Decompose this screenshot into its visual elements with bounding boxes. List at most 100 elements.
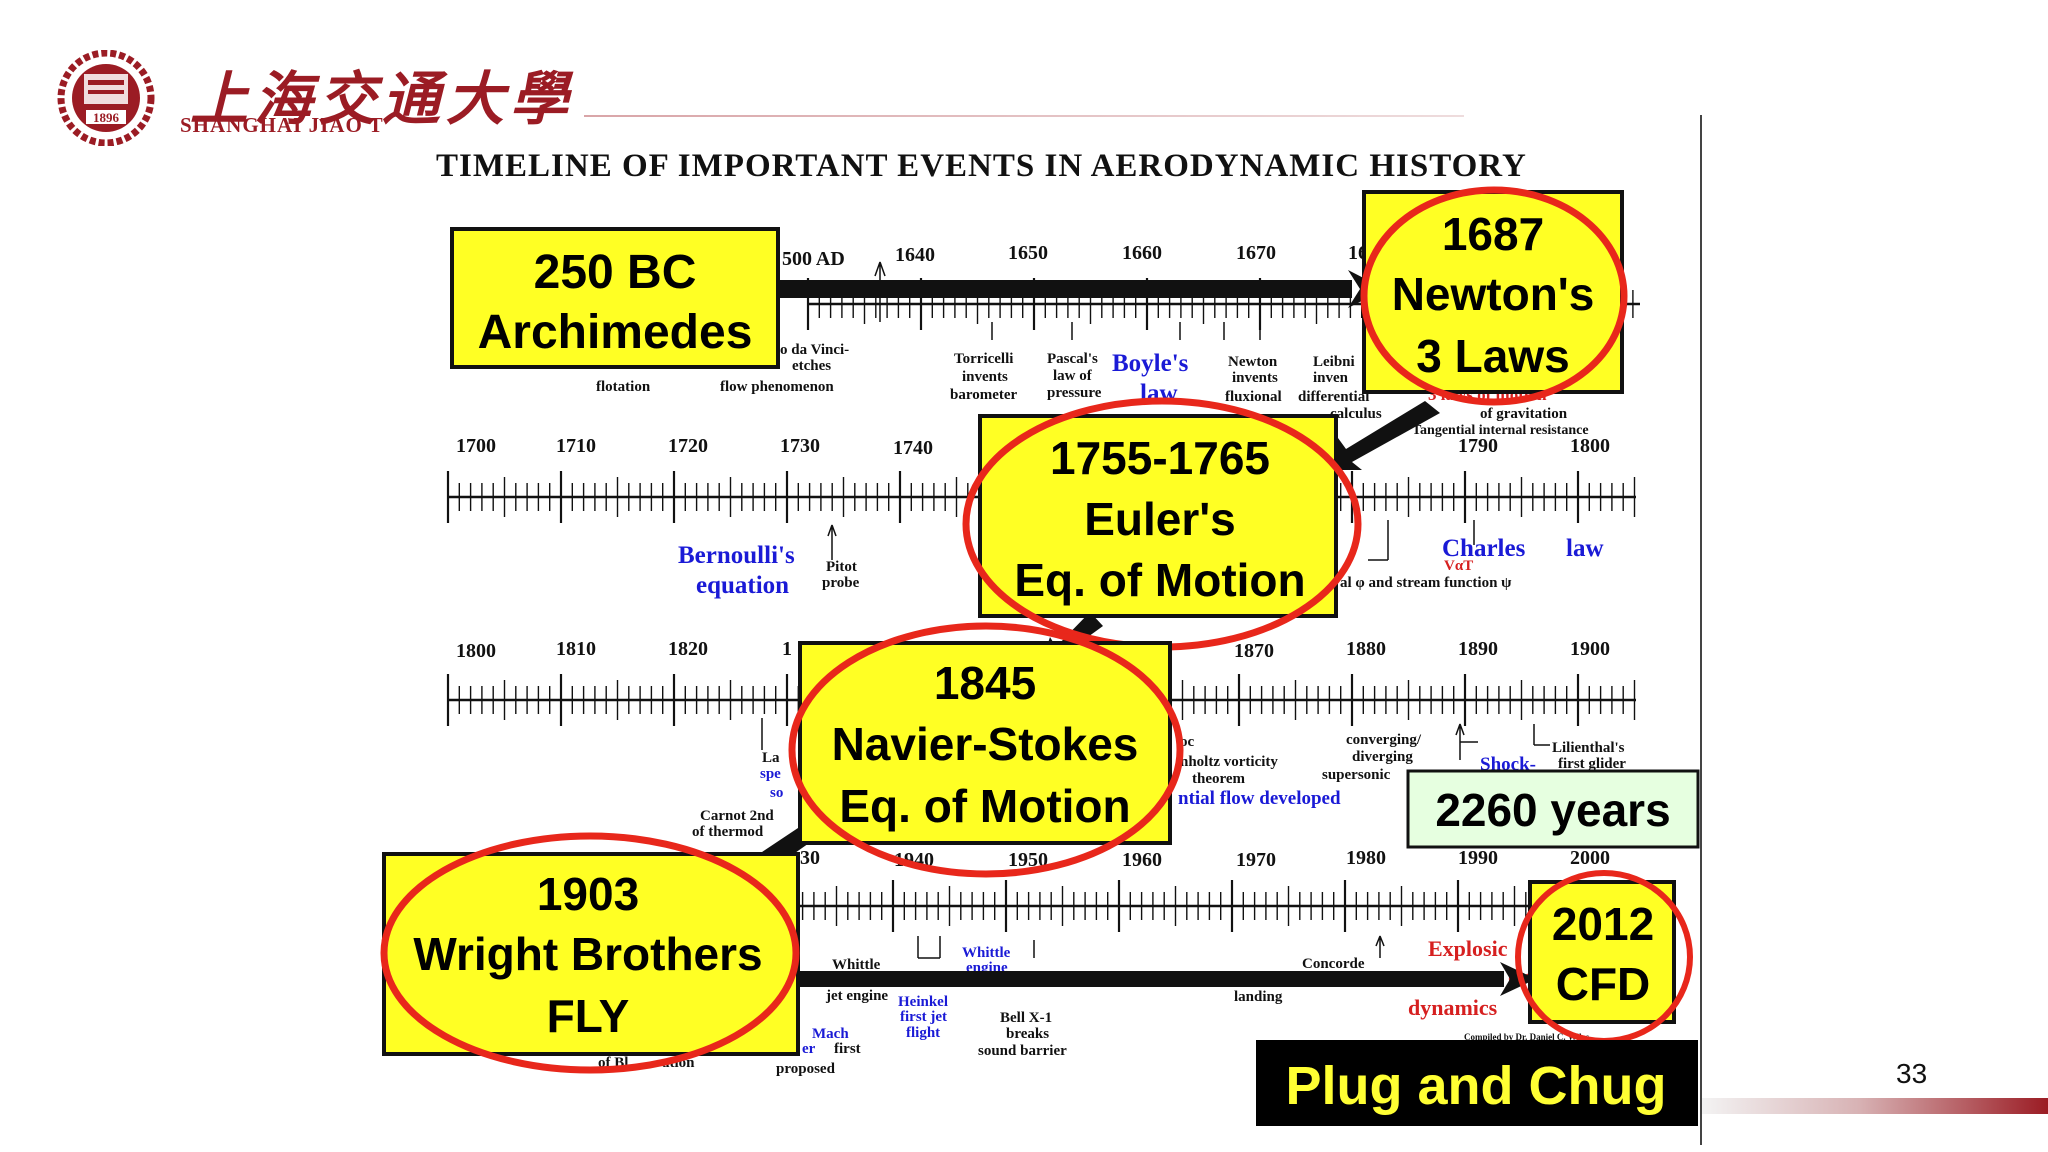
tick-label: 1970: [1236, 849, 1276, 871]
row2-event-pointers: [827, 520, 1475, 561]
newton-label: Newton's: [1392, 268, 1595, 320]
tick-label: 1990: [1458, 847, 1498, 869]
event-text: pressure: [1047, 385, 1102, 401]
event-text: Carnot 2nd: [700, 808, 774, 824]
event-text: inven: [1313, 370, 1349, 386]
university-name-en: SHANGHAI JIAO T: [180, 113, 384, 137]
event-text: so: [770, 785, 783, 801]
event-text: Pitot: [826, 559, 857, 575]
event-text: proposed: [776, 1061, 836, 1077]
event-text: Pascal's: [1047, 351, 1098, 367]
event-text: invents: [1232, 370, 1278, 386]
row3-event-pointers: [761, 718, 1550, 760]
newton-year: 1687: [1442, 208, 1544, 260]
tick-label: 1810: [556, 638, 596, 660]
tick-label: 1800: [1570, 435, 1610, 457]
event-text: flotation: [596, 379, 651, 395]
event-text: Whittle: [962, 945, 1011, 961]
tick-label: 1650: [1008, 242, 1048, 264]
event-text: Tangential internal resistance: [1412, 423, 1589, 438]
tick-label: 1670: [1236, 242, 1276, 264]
event-text: spe: [760, 766, 781, 782]
years-span-box: 2260 years: [1406, 769, 1700, 849]
event-text: differential: [1298, 389, 1369, 405]
event-text: o da Vinci-: [780, 342, 849, 358]
euler-box: 1755-1765 Euler's Eq. of Motion: [962, 397, 1362, 651]
figure-title: TIMELINE OF IMPORTANT EVENTS IN AERODYNA…: [436, 148, 1527, 184]
university-name-cn: 上海交通大學: [190, 65, 575, 133]
event-text: sound barrier: [978, 1043, 1067, 1059]
archimedes-box: 250 BC Archimedes: [450, 227, 780, 369]
event-text: theorem: [1192, 771, 1246, 787]
navier-eq: Eq. of Motion: [839, 780, 1130, 832]
bernoulli-label: equation: [696, 572, 789, 599]
navier-year: 1845: [934, 657, 1036, 709]
event-text: oc: [1180, 734, 1195, 750]
event-text: Compiled by Dr. Daniel C. Wiles: [1464, 1032, 1590, 1042]
event-text: Concorde: [1302, 956, 1365, 972]
event-text: Explosic: [1428, 936, 1508, 961]
tick-label: 30: [800, 847, 820, 869]
event-text: flow phenomenon: [720, 379, 834, 395]
event-text: law of: [1053, 368, 1093, 384]
tick-label: 1740: [893, 437, 933, 459]
row4-event-pointers: [917, 935, 1385, 959]
archimedes-label: Archimedes: [478, 306, 753, 359]
tick-label: 1870: [1234, 640, 1274, 662]
event-text: diverging: [1352, 749, 1413, 765]
event-text: probe: [822, 575, 860, 591]
event-text: of thermod: [692, 824, 764, 840]
event-text: first jet: [900, 1009, 947, 1025]
event-text: er: [802, 1041, 816, 1057]
cfd-label: CFD: [1556, 958, 1651, 1010]
euler-eq: Eq. of Motion: [1014, 554, 1305, 606]
tick-label: 2000: [1570, 847, 1610, 869]
university-logo: 1896: [46, 49, 170, 151]
bernoulli-label: Bernoulli's: [678, 542, 795, 569]
tick-label: 1960: [1122, 849, 1162, 871]
tick-label: 1720: [668, 435, 708, 457]
navier-stokes-box: 1845 Navier-Stokes Eq. of Motion: [788, 622, 1184, 878]
event-text: Leibni: [1313, 354, 1355, 370]
event-text: barometer: [950, 387, 1018, 403]
event-text: converging/: [1346, 732, 1422, 748]
event-text: Whittle: [832, 957, 881, 973]
event-text: Heinkel: [898, 994, 948, 1010]
logo-year: 1896: [93, 110, 120, 125]
cfd-box: 2012 CFD: [1515, 870, 1693, 1044]
plug-and-chug-label: Plug and Chug: [1286, 1056, 1667, 1116]
event-text: Lilienthal's: [1552, 740, 1625, 756]
tick-label: 1880: [1346, 638, 1386, 660]
newton-laws: 3 Laws: [1416, 330, 1569, 382]
newton-box: 1687 Newton's 3 Laws: [1360, 186, 1628, 406]
event-text: breaks: [1006, 1026, 1049, 1042]
slide-number: 33: [1896, 1058, 1928, 1089]
charles-law-label: law: [1566, 535, 1604, 562]
tick-label: 1730: [780, 435, 820, 457]
navier-label: Navier-Stokes: [832, 718, 1139, 770]
tick-label: 500 AD: [782, 248, 845, 270]
footer-accent-bar: [1702, 1098, 2048, 1114]
event-text: flight: [906, 1025, 940, 1041]
event-text: nholtz vorticity: [1180, 754, 1278, 770]
years-span-label: 2260 years: [1435, 784, 1670, 836]
tick-label: 1950: [1008, 849, 1048, 871]
event-text: first glider: [1558, 756, 1626, 772]
cfd-year: 2012: [1552, 898, 1654, 950]
wright-label: Wright Brothers: [413, 928, 762, 980]
event-text: invents: [962, 369, 1008, 385]
plug-and-chug-banner: Plug and Chug: [1256, 1040, 1698, 1126]
tick-label: 1820: [668, 638, 708, 660]
row2-events: Bernoulli's equation Pitot probe al φ an…: [678, 535, 1604, 599]
tick-label: 1: [782, 638, 792, 660]
header-divider: [584, 115, 1464, 117]
event-text: ntial flow developed: [1178, 788, 1341, 809]
row3-events: La spe so Carnot 2nd of thermod oc nholt…: [692, 732, 1626, 840]
event-text: La: [762, 750, 780, 766]
row3-tick-labels: 1800 1810 1820 1 1870 1880 1890 1900: [456, 638, 1610, 662]
event-text: jet engine: [825, 988, 888, 1004]
event-text: Newton: [1228, 354, 1278, 370]
event-text: dynamics: [1408, 995, 1498, 1020]
row1-tick-labels: 500 AD 1640 1650 1660 1670 16: [782, 242, 1368, 270]
